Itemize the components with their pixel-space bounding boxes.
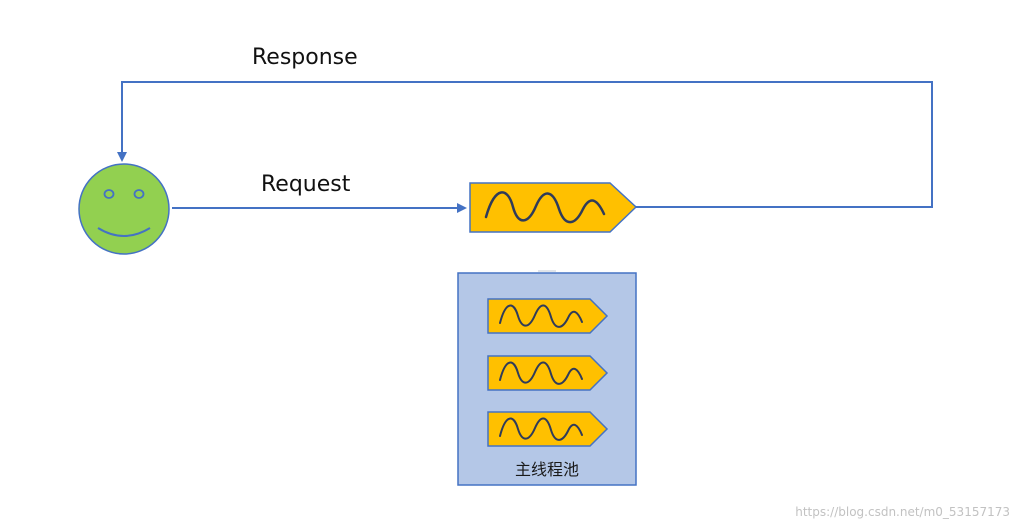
watermark: https://blog.csdn.net/m0_53157173 [795,505,1010,519]
pool-thread-icon [487,298,609,334]
response-label: Response [252,45,358,70]
response-arrow [117,81,933,208]
pool-thread-icon [487,355,609,391]
request-label: Request [261,172,351,197]
thread-pool-label: 主线程池 [515,460,579,479]
thread-pool: 主线程池 [457,272,637,486]
user-smiley-icon [78,163,170,255]
pool-thread-icon [487,411,609,447]
active-thread-icon [469,182,638,233]
